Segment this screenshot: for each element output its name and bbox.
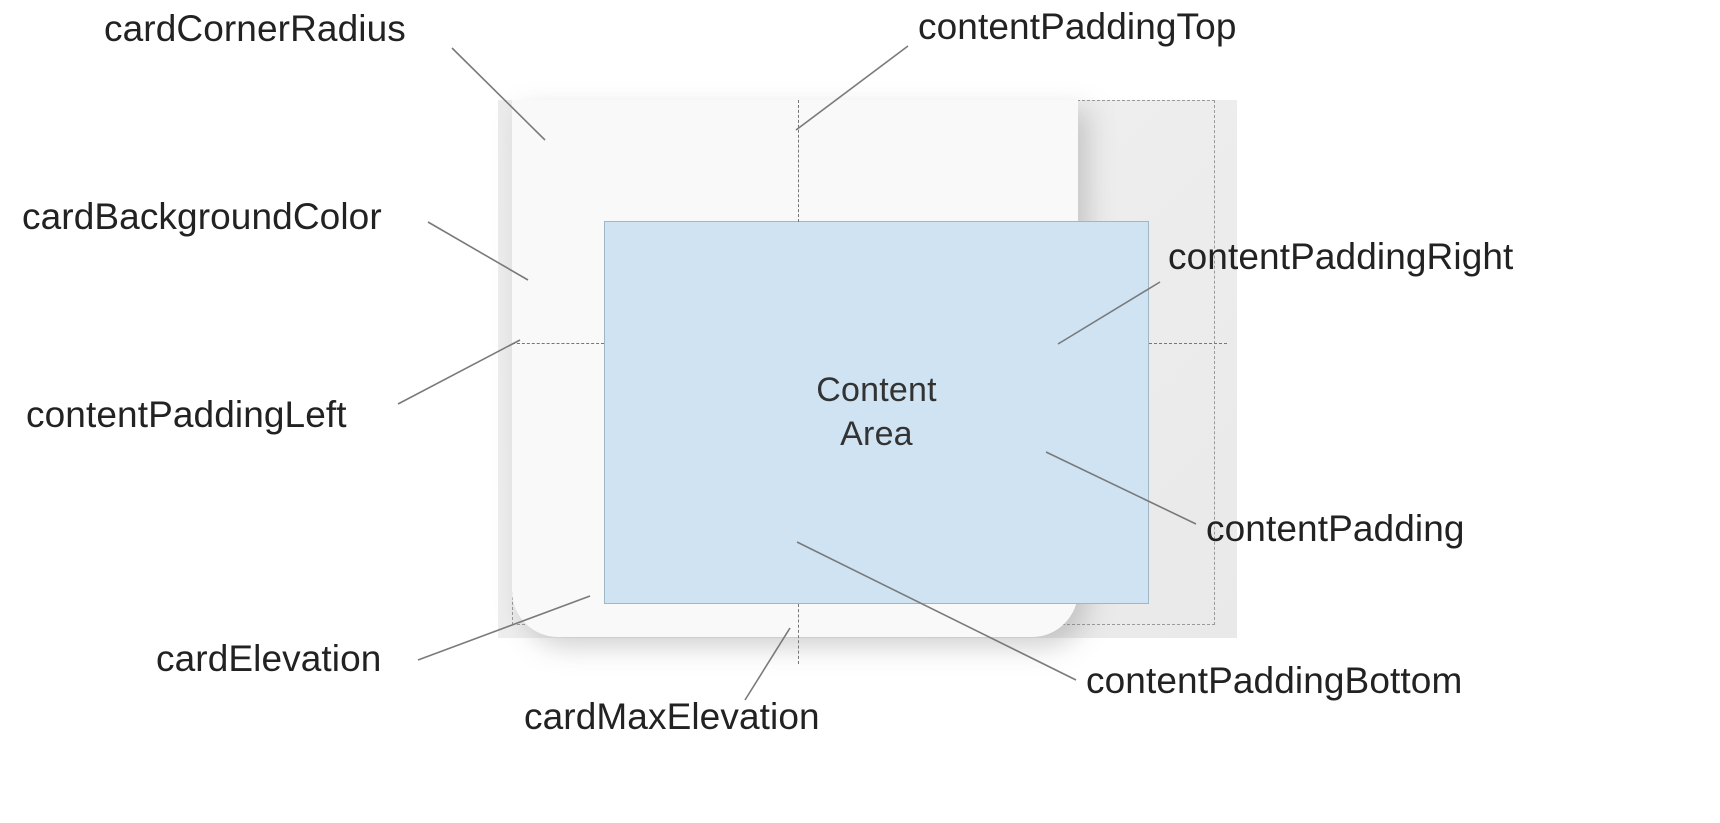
card-surface-top-corner bbox=[512, 100, 1078, 220]
label-card-elevation: cardElevation bbox=[156, 638, 382, 679]
label-card-max-elevation: cardMaxElevation bbox=[524, 696, 820, 737]
content-area: Content Area bbox=[604, 221, 1149, 604]
label-card-corner-radius: cardCornerRadius bbox=[104, 8, 406, 49]
label-content-padding-right: contentPaddingRight bbox=[1168, 236, 1514, 277]
content-padding-bottom-tick bbox=[798, 604, 799, 664]
label-content-padding: contentPadding bbox=[1206, 508, 1465, 549]
content-padding-left-tick bbox=[512, 343, 604, 344]
content-area-label: Content Area bbox=[816, 370, 937, 453]
content-padding-right-tick bbox=[1149, 343, 1227, 344]
content-padding-top-tick bbox=[798, 100, 799, 222]
leader-card-max-elevation bbox=[744, 627, 791, 701]
label-card-background-color: cardBackgroundColor bbox=[22, 196, 382, 237]
label-content-padding-left: contentPaddingLeft bbox=[26, 394, 347, 435]
label-content-padding-bottom: contentPaddingBottom bbox=[1086, 660, 1463, 701]
label-content-padding-top: contentPaddingTop bbox=[918, 6, 1237, 47]
